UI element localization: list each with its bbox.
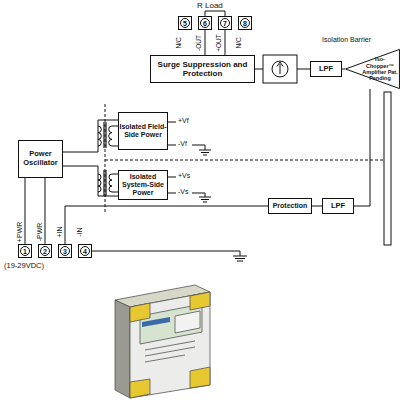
pin-name: N/C [236, 37, 243, 48]
signal-wire [225, 30, 226, 55]
node-text: 7 [220, 18, 230, 28]
terminal-box: 6 [198, 16, 212, 30]
terminal-box: 4 [78, 244, 92, 258]
pin-name: N/C [176, 37, 183, 48]
terminal-box: 3 [58, 244, 72, 258]
node-text: LPF [331, 202, 345, 211]
current-arrow [277, 62, 283, 74]
signal-wire [45, 178, 46, 244]
node-text: Protection [273, 202, 308, 210]
signal-wire [63, 120, 118, 152]
barrier-label: Isolation Barrier [322, 36, 371, 43]
node-text: 4 [80, 246, 90, 256]
supply-stub [168, 122, 176, 193]
terminal-block [130, 303, 150, 322]
supply-range: (19-29VDC) [4, 262, 44, 270]
module-side [115, 300, 130, 398]
node-text: Isolated Field-Side Power [119, 123, 167, 139]
ground-symbol [92, 251, 247, 261]
node-text: Iso-Chopper™ Amplifier Pat. Pending [362, 56, 398, 81]
transformer-coil [109, 174, 118, 192]
node-text: 2 [40, 246, 50, 256]
protection-box: Protection [268, 198, 312, 214]
node-text: 8 [240, 18, 250, 28]
signal-name: +Vf [178, 117, 189, 124]
power-box: Isolated Field-Side Power [118, 112, 168, 150]
isolation-barrier [384, 92, 391, 245]
signal-wire [205, 30, 206, 55]
signal-wire [65, 206, 268, 244]
terminal-block [190, 367, 210, 388]
pin-name: -PWR [36, 223, 43, 242]
load-label: R Load [197, 2, 223, 10]
module-label-panel [175, 311, 200, 333]
terminal-block [130, 379, 150, 398]
transformer-coil [109, 126, 118, 146]
signal-wire [312, 206, 322, 207]
module-front [130, 292, 210, 398]
signal-name: -Vf [178, 140, 187, 147]
signal-wire [255, 69, 310, 70]
power-box: Isolated System-Side Power [118, 170, 168, 200]
terminal-block [190, 292, 210, 310]
signal-name: +Vs [178, 172, 190, 179]
node-text: 5 [180, 18, 190, 28]
terminal-box: 7 [218, 16, 232, 30]
signal-wire [63, 166, 118, 196]
node-text: Surge Suppression and Protection [151, 60, 254, 78]
ground-symbol [192, 145, 211, 155]
filter-box: LPF [310, 61, 342, 77]
ground-symbol [192, 193, 211, 202]
amplifier-triangle-shape [346, 49, 400, 88]
pin-name: +PWR [16, 222, 23, 242]
terminal-box: 8 [238, 16, 252, 30]
filter-box: LPF [322, 198, 354, 214]
process-box: Surge Suppression and Protection [150, 55, 255, 83]
oscillator-box: Power Oscillator [18, 140, 63, 178]
node-text: 6 [200, 18, 210, 28]
pin-name: -IN [76, 227, 83, 236]
node-text: Isolated System-Side Power [119, 173, 167, 197]
signal-wire [354, 89, 370, 206]
node-text: LPF [319, 65, 333, 74]
node-text: 3 [60, 246, 70, 256]
module-print [145, 341, 195, 362]
terminal-box: 1 [18, 244, 32, 258]
current-source-box [263, 55, 297, 83]
terminal-box: 2 [38, 244, 52, 258]
signal-wire [25, 178, 26, 244]
isolation-line [105, 104, 384, 212]
transformer-coil [98, 126, 101, 146]
current-source-symbol [272, 61, 288, 77]
node-text: Power Oscillator [19, 150, 62, 167]
terminal-box: 5 [178, 16, 192, 30]
pin-name: +IN [56, 226, 63, 237]
pin-name: +OUT [216, 34, 223, 52]
amplifier-triangle: Iso-Chopper™ Amplifier Pat. Pending [345, 49, 400, 89]
node-text: 1 [20, 246, 30, 256]
pin-name: -OUT [196, 35, 203, 51]
signal-name: -Vs [178, 188, 189, 195]
